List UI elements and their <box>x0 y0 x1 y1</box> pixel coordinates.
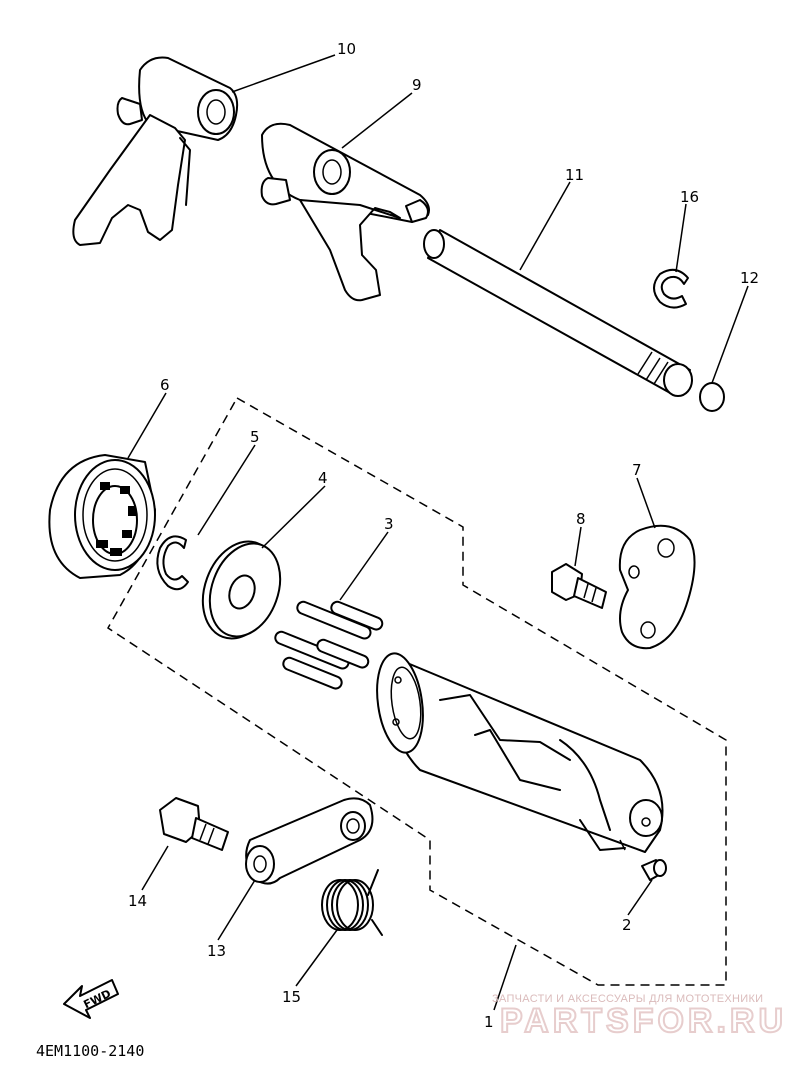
label-11: 11 <box>565 166 584 184</box>
pins-3 <box>274 600 384 690</box>
part-labels: 10 9 11 16 12 6 5 4 3 7 8 14 13 15 2 1 <box>128 40 759 1031</box>
label-6: 6 <box>160 376 170 394</box>
circlip-16 <box>653 268 689 309</box>
pin-2 <box>641 859 667 881</box>
washer-4 <box>201 540 282 640</box>
bolt-8 <box>551 563 607 609</box>
stopper-lever-13 <box>245 797 374 885</box>
label-10: 10 <box>337 40 356 58</box>
label-15: 15 <box>282 988 301 1006</box>
circlip-5 <box>156 535 189 591</box>
label-1: 1 <box>484 1013 494 1031</box>
o-ring-12 <box>699 382 725 412</box>
shift-fork-10 <box>72 56 239 246</box>
torsion-spring-15 <box>321 869 383 936</box>
label-7: 7 <box>632 461 642 479</box>
watermark-brand: PARTSFOR.RU <box>500 1002 787 1040</box>
label-12: 12 <box>740 269 759 287</box>
label-4: 4 <box>318 469 328 487</box>
diagram-code: 4EM1100-2140 <box>36 1042 144 1060</box>
watermark: ЗАПЧАСТИ И АКСЕССУАРЫ ДЛЯ МОТОТЕХНИКИ PA… <box>492 993 787 1041</box>
label-2: 2 <box>622 916 632 934</box>
assembly-boundary <box>107 396 727 986</box>
label-3: 3 <box>384 515 394 533</box>
leader-lines <box>127 54 749 1011</box>
label-9: 9 <box>412 76 422 94</box>
shift-fork-9 <box>260 122 430 302</box>
label-5: 5 <box>250 428 260 446</box>
bolt-14 <box>159 797 229 851</box>
label-8: 8 <box>576 510 586 528</box>
bearing-6 <box>48 454 156 579</box>
label-14: 14 <box>128 892 147 910</box>
label-13: 13 <box>207 942 226 960</box>
shift-drum-1 <box>376 652 664 853</box>
segment-plate-7 <box>618 524 696 650</box>
label-16: 16 <box>680 188 699 206</box>
watermark-tagline: ЗАПЧАСТИ И АКСЕССУАРЫ ДЛЯ МОТОТЕХНИКИ <box>492 993 763 1005</box>
guide-bar-11 <box>423 229 693 397</box>
forward-direction-arrow: FWD <box>63 979 119 1019</box>
